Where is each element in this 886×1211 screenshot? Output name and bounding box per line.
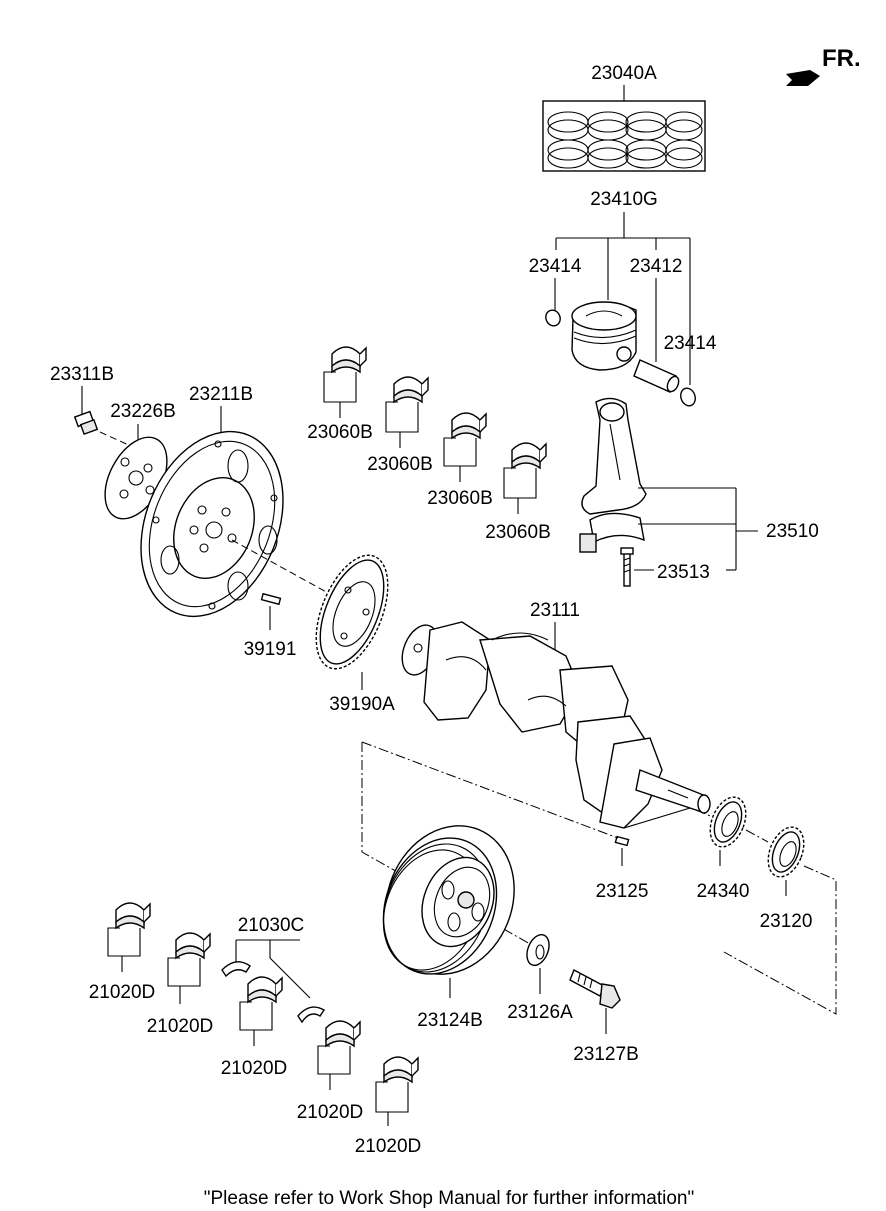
label-23412: 23412 — [630, 256, 683, 277]
main-bearing-2 — [175, 932, 211, 959]
label-23060B-4: 23060B — [485, 522, 551, 543]
label-23120: 23120 — [760, 911, 813, 932]
rod-bearing-3 — [451, 412, 487, 439]
label-23125: 23125 — [596, 881, 649, 902]
label-23410G: 23410G — [590, 189, 658, 210]
drive-plate-bolt — [73, 410, 99, 435]
connecting-rod — [579, 397, 647, 553]
label-23060B-1: 23060B — [307, 422, 373, 443]
crankshaft-key — [614, 835, 630, 847]
label-23510: 23510 — [766, 521, 819, 542]
label-23211B: 23211B — [189, 384, 253, 405]
label-23414-bottom: 23414 — [664, 333, 717, 354]
label-23060B-2: 23060B — [367, 454, 433, 475]
piston-pin — [633, 359, 680, 393]
label-21020D-4: 21020D — [297, 1102, 364, 1123]
pulley-bolt — [569, 969, 621, 1009]
rod-bearing-4 — [511, 442, 547, 469]
front-direction-arrow-icon — [786, 70, 820, 86]
drive-plate — [140, 430, 284, 618]
main-bearing-5 — [383, 1056, 419, 1083]
label-24340: 24340 — [697, 881, 750, 902]
piston-clip-right — [680, 387, 696, 407]
label-23040A: 23040A — [591, 63, 657, 84]
main-bearing-1 — [115, 902, 151, 929]
label-23126A: 23126A — [507, 1002, 573, 1023]
rod-bearing-2 — [393, 376, 429, 403]
label-23124B: 23124B — [417, 1010, 483, 1031]
label-21020D-1: 21020D — [89, 982, 156, 1003]
label-21020D-3: 21020D — [221, 1058, 288, 1079]
locating-pin — [260, 592, 282, 606]
main-bearing-4 — [325, 1020, 361, 1047]
thrust-washer-1 — [221, 961, 251, 978]
label-23060B-3: 23060B — [427, 488, 493, 509]
label-23311B: 23311B — [50, 364, 114, 385]
footer-note: "Please refer to Work Shop Manual for fu… — [204, 1188, 694, 1209]
piston — [571, 301, 637, 371]
label-21030C: 21030C — [238, 915, 305, 936]
label-23127B: 23127B — [573, 1044, 639, 1065]
connecting-rod-bolt — [620, 547, 634, 587]
piston-clip-left — [545, 309, 561, 327]
timing-sprocket — [767, 826, 805, 878]
direction-label: FR. — [822, 45, 861, 72]
thrust-washer-2 — [297, 1006, 325, 1024]
label-21020D-5: 21020D — [355, 1136, 422, 1157]
label-23513: 23513 — [657, 562, 710, 583]
piston-ring-set — [542, 100, 706, 172]
crankshaft — [401, 621, 711, 829]
label-39190A: 39190A — [329, 694, 395, 715]
damper-pulley — [382, 825, 515, 975]
label-21020D-2: 21020D — [147, 1016, 214, 1037]
label-23111: 23111 — [530, 600, 580, 621]
main-bearing-3 — [247, 976, 283, 1003]
label-23226B: 23226B — [110, 401, 176, 422]
label-39191: 39191 — [244, 639, 297, 660]
pulley-washer — [526, 933, 550, 967]
crank-sprocket-gear — [709, 796, 747, 848]
rod-bearing-1 — [331, 346, 367, 373]
ring-gear — [315, 554, 389, 670]
label-23414-top: 23414 — [529, 256, 582, 277]
